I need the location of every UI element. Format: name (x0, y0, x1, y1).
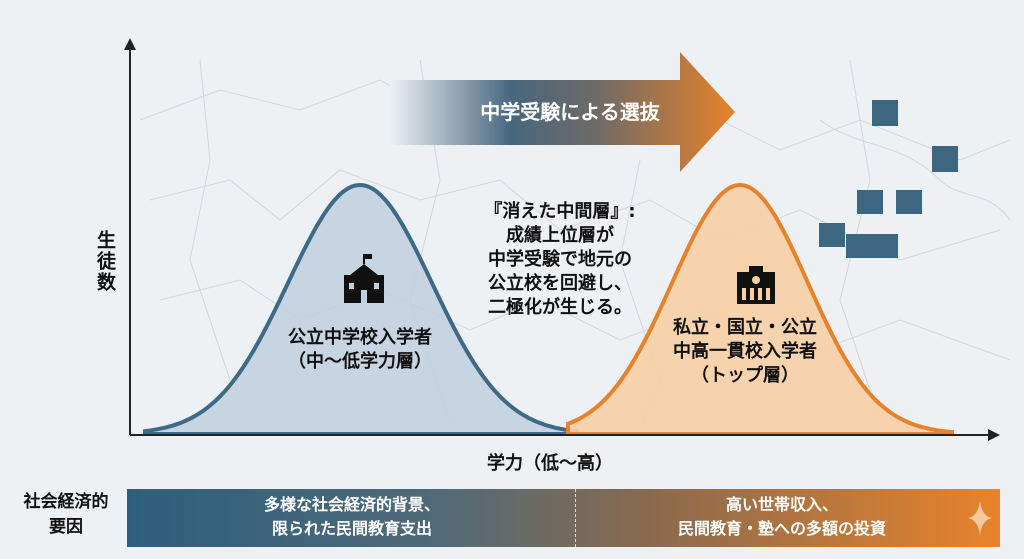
x-axis-label: 学力（低〜高） (487, 453, 613, 474)
map-school-icons (819, 100, 958, 258)
y-axis (124, 38, 136, 435)
school-icon (344, 254, 384, 303)
left-distribution-curve (143, 182, 581, 436)
factors-divider (575, 489, 576, 547)
arrow-label: 中学受験による選抜 (480, 100, 660, 124)
right-distribution-curve (566, 182, 954, 436)
right-group-label: 私立・国立・公立 中高一貫校入学者 （トップ層） (673, 317, 817, 386)
selection-arrow (390, 52, 735, 172)
factors-bar: 多様な社会経済的背景、 限られた民間教育支出 高い世帯収入、 民間教育・塾への多… (127, 489, 1000, 547)
building-icon (737, 266, 775, 304)
factors-left-text: 多様な社会経済的背景、 限られた民間教育支出 (263, 495, 440, 538)
x-axis (130, 429, 1000, 441)
factors-right-text: 高い世帯収入、 民間教育・塾への多額の投資 (677, 495, 886, 538)
annotation-text: 『消えた中間層』: 成績上位層が 中学受験で地元の 公立校を回避し、 二極化が生… (484, 201, 636, 318)
factors-label: 社会経済的 要因 (23, 492, 109, 537)
left-group-label: 公立中学校入学者 （中〜低学力層） (288, 327, 432, 372)
y-axis-label: 生徒数 (94, 230, 116, 293)
sparkle-icon (968, 501, 992, 535)
